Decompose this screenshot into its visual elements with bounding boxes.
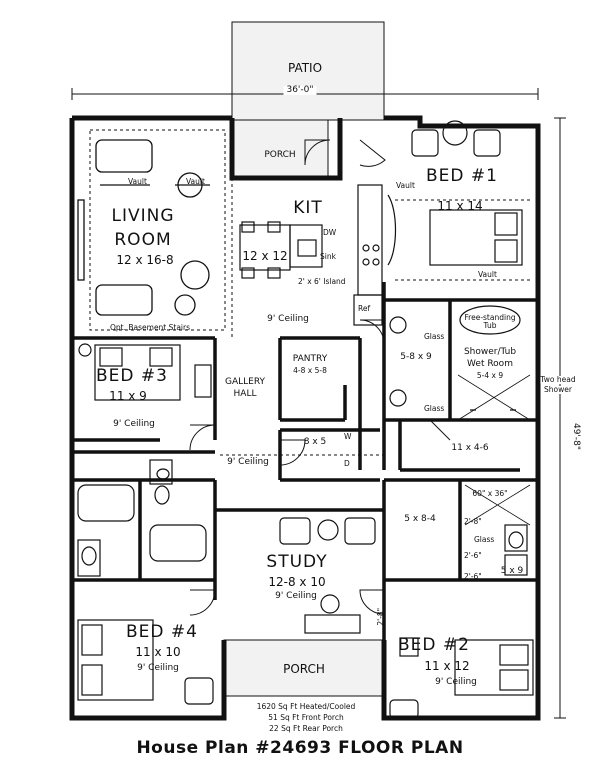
study-name: STUDY <box>266 552 328 572</box>
living-room-name-2: ROOM <box>114 230 172 250</box>
wet-room-size: 5-4 x 9 <box>476 371 504 380</box>
patio-slab <box>231 21 385 121</box>
bed2-size: 11 x 12 <box>424 659 470 673</box>
overall-depth-dimension: 49'-8" <box>571 420 582 453</box>
study-ceiling: 9' Ceiling <box>275 591 317 601</box>
bed1-name: BED #1 <box>426 166 498 186</box>
two-head-shower-1: Two head <box>540 375 576 384</box>
bed1-vault-2: Vault <box>478 270 497 279</box>
bed1-furniture <box>387 120 523 266</box>
bed1-vault-1: Vault <box>396 181 415 190</box>
bed3-furniture <box>78 343 212 401</box>
bath2-size: 5 x 8-4 <box>404 514 436 524</box>
kitchen-fixtures <box>239 184 383 326</box>
bath1-fixtures <box>389 305 531 421</box>
glass-label-3: Glass <box>474 535 495 544</box>
dimension-c: 2'-6" <box>464 572 482 581</box>
two-head-shower-2: Shower <box>544 385 572 394</box>
gallery-hall-label-1: GALLERY <box>224 377 266 387</box>
living-room-size: 12 x 16-8 <box>116 253 174 267</box>
front-porch-area <box>223 639 385 697</box>
bed2-name: BED #2 <box>398 635 470 655</box>
kitchen-name: KIT <box>293 198 323 218</box>
dimension-b: 2'-6" <box>464 551 482 560</box>
bed4-ceiling: 9' Ceiling <box>137 663 179 673</box>
glass-label-2: Glass <box>424 404 445 413</box>
dimension-d: 2'-8" <box>376 607 386 626</box>
exterior-walls <box>69 115 541 721</box>
living-vault-2: Vault <box>186 177 205 186</box>
kitchen-size: 12 x 12 <box>242 249 288 263</box>
dryer-label: D <box>344 459 350 468</box>
bed4-furniture <box>77 619 214 705</box>
interior-walls <box>72 282 538 640</box>
bed1-size: 11 x 14 <box>437 199 483 213</box>
door-swings <box>189 139 451 616</box>
overall-width-dimension: 36'-0" <box>283 86 317 95</box>
closet1-size: 11 x 4-6 <box>451 443 489 453</box>
pantry-name: PANTRY <box>292 354 328 364</box>
living-room-name-1: LIVING <box>111 206 175 226</box>
bed2-ceiling: 9' Ceiling <box>435 677 477 687</box>
pantry-size: 4-8 x 5-8 <box>293 366 327 375</box>
bath2-fixtures <box>464 484 531 576</box>
front-porch-label: PORCH <box>283 662 325 676</box>
dishwasher-label: DW <box>323 228 337 237</box>
dashed-lines <box>89 129 530 456</box>
rear-porch-area <box>231 119 329 179</box>
freestanding-tub-label: Free-standing Tub <box>464 313 516 330</box>
bed4-size: 11 x 10 <box>135 645 181 659</box>
bed3-ceiling: 9' Ceiling <box>113 419 155 429</box>
study-furniture <box>279 517 376 634</box>
closet2-size: 5 x 9 <box>500 566 524 576</box>
living-room-furniture <box>77 139 210 316</box>
front-porch-area-note: 51 Sq Ft Front Porch <box>268 713 344 722</box>
bed2-furniture <box>389 637 534 719</box>
rear-porch-area-note: 22 Sq Ft Rear Porch <box>269 724 343 733</box>
kitchen-ceiling: 9' Ceiling <box>267 314 309 324</box>
wet-room-label-2: Wet Room <box>467 359 513 369</box>
dimension-a: 2'-8" <box>464 517 482 526</box>
bed3-name: BED #3 <box>96 366 168 386</box>
patio-label: PATIO <box>287 61 323 75</box>
basement-stairs-note: Opt. Basement Stairs <box>110 323 191 332</box>
shower-size: 60" x 36" <box>472 489 508 498</box>
laundry-size: 8 x 5 <box>303 437 327 447</box>
sink-label: Sink <box>320 252 336 261</box>
heated-area: 1620 Sq Ft Heated/Cooled <box>256 702 356 711</box>
refrigerator-label: Ref <box>358 304 371 313</box>
plan-title: House Plan #24693 FLOOR PLAN <box>136 738 464 758</box>
glass-label-1: Glass <box>424 332 445 341</box>
bed4-name: BED #4 <box>126 622 198 642</box>
hall-ceiling: 9' Ceiling <box>227 457 269 467</box>
living-vault-1: Vault <box>128 177 147 186</box>
bath1-size: 5-8 x 9 <box>400 352 432 362</box>
rear-porch-label: PORCH <box>264 150 296 160</box>
island-label: 2' x 6' Island <box>298 277 346 286</box>
wet-room-label-1: Shower/Tub <box>463 347 517 357</box>
washer-label: W <box>344 432 352 441</box>
bed3-size: 11 x 9 <box>109 389 147 403</box>
left-bath-fixtures <box>77 459 207 577</box>
gallery-hall-label-2: HALL <box>233 389 257 399</box>
study-size: 12-8 x 10 <box>268 575 326 589</box>
